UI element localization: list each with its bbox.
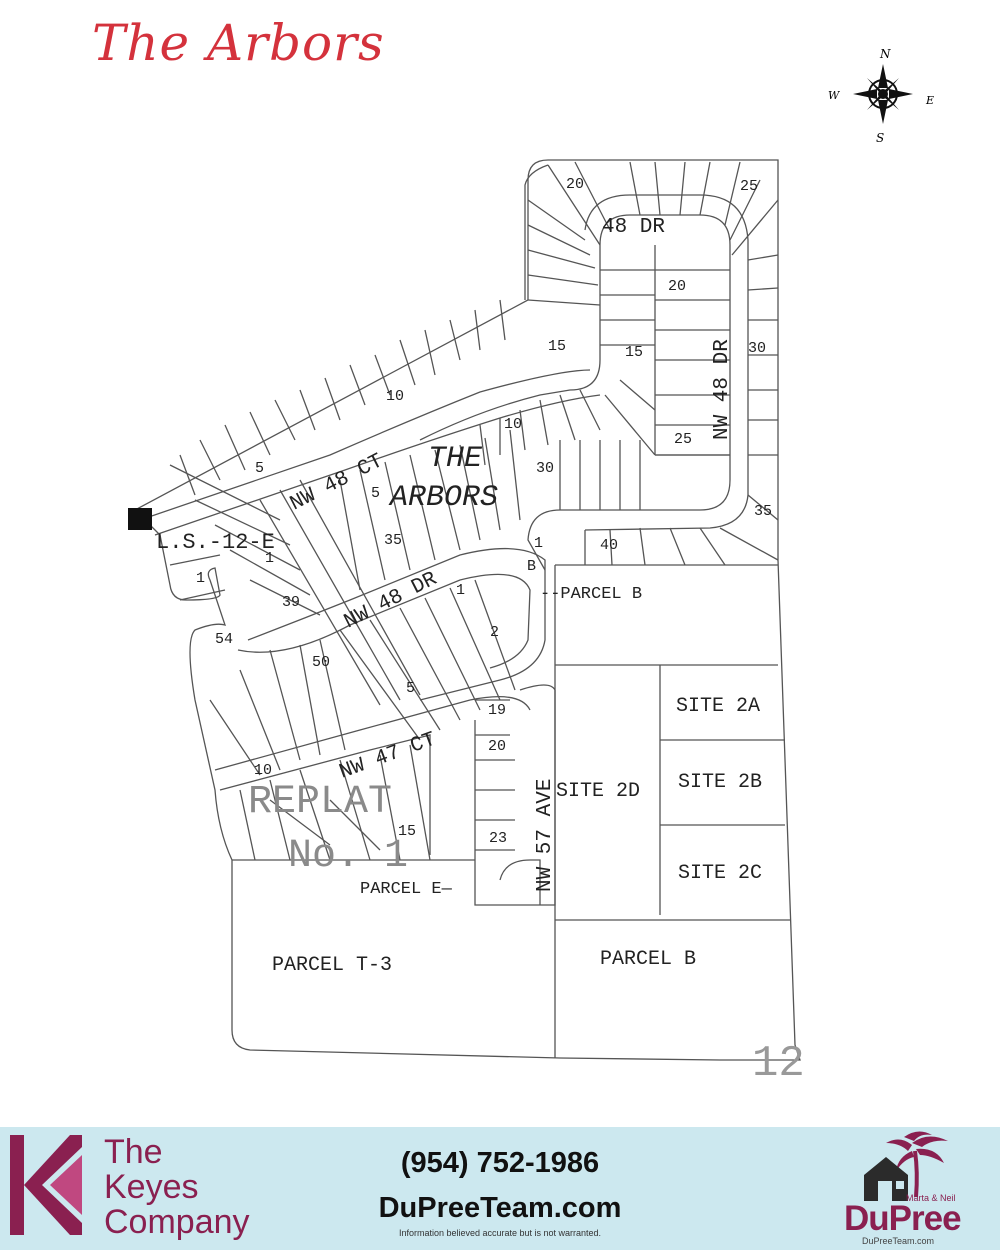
lot-number: 15 <box>548 338 566 355</box>
parcel-b-label: --PARCEL B <box>540 585 642 604</box>
lot-number: 50 <box>312 654 330 671</box>
lot-number: 39 <box>282 594 300 611</box>
street-label-nw57ave: NW 57 AVE <box>534 779 557 892</box>
lot-number: 15 <box>625 344 643 361</box>
lot-number: 25 <box>740 178 758 195</box>
boundary-line <box>133 159 801 1061</box>
plat-map: 48 DR NW 48 DR NW 48 CT NW 48 DR NW 47 C… <box>128 159 805 1089</box>
site-2a-label: SITE 2A <box>676 695 760 718</box>
lot-number: 23 <box>489 830 507 847</box>
lot-number: B <box>527 558 536 575</box>
compass-s: S <box>876 131 884 144</box>
lot-number: 25 <box>674 431 692 448</box>
lot-number: 1 <box>534 535 543 552</box>
street-label-nw47ct: NW 47 CT <box>337 728 440 784</box>
site-2d-label: SITE 2D <box>556 780 640 803</box>
compass-w: W <box>828 89 841 102</box>
site-2c-label: SITE 2C <box>678 862 762 885</box>
lot-number: 5 <box>406 680 415 697</box>
street-48dr-inner <box>419 245 601 441</box>
replat-label-line1: REPLAT <box>248 780 392 825</box>
site-2b-label: SITE 2B <box>678 771 762 794</box>
compass-rose-icon: N S W E <box>828 47 934 144</box>
dupree-url: DuPreeTeam.com <box>862 1236 935 1246</box>
street-nw48ct <box>139 369 591 521</box>
dupree-brand: DuPree <box>844 1199 962 1238</box>
compass-n: N <box>879 47 891 61</box>
street-48dr-outer <box>524 164 549 300</box>
subdivision-label-line2: ARBORS <box>388 481 498 515</box>
street-nw47ct <box>214 696 531 771</box>
lot-number: 10 <box>386 388 404 405</box>
parcel-b-bottom-label: PARCEL B <box>600 948 696 971</box>
street-48dr-loop <box>527 214 731 571</box>
lot-number: 35 <box>754 503 772 520</box>
lot-number: 20 <box>566 176 584 193</box>
subdivision-label-line1: THE <box>428 442 483 476</box>
lot-number: 15 <box>398 823 416 840</box>
compass-e: E <box>925 94 934 107</box>
lot-number: 2 <box>490 624 499 641</box>
keyes-logo-icon <box>10 1135 82 1235</box>
phone-number[interactable]: (954) 752-1986 <box>400 1147 600 1179</box>
page-title: The Arbors <box>92 14 385 72</box>
land-section-label: L.S.-12-E <box>156 530 275 555</box>
parcel-e-label: PARCEL E— <box>360 880 453 899</box>
lot-number: 19 <box>488 702 506 719</box>
lot-number: 54 <box>215 631 233 648</box>
section-number: 12 <box>752 1039 805 1089</box>
lot-number: 20 <box>488 738 506 755</box>
company-line-2: Keyes <box>104 1168 199 1206</box>
lot-number: 35 <box>384 532 402 549</box>
lot-number: 30 <box>748 340 766 357</box>
lot-number: 5 <box>255 460 264 477</box>
website-link[interactable]: DuPreeTeam.com <box>378 1192 622 1224</box>
lot-number: 5 <box>371 485 380 502</box>
footer: The Keyes Company (954) 752-1986 DuPreeT… <box>0 1127 1000 1250</box>
company-line-1: The <box>104 1133 163 1171</box>
dupree-tagline: Marta & Neil <box>906 1193 956 1203</box>
replat-label-line2: No. 1 <box>288 834 408 879</box>
dupree-palm-house-logo-icon <box>864 1131 948 1201</box>
parcel-t3-label: PARCEL T-3 <box>272 954 392 977</box>
lot-number: 10 <box>254 762 272 779</box>
lot-number: 30 <box>536 460 554 477</box>
lot-number: 1 <box>456 582 465 599</box>
street-label-48dr: 48 DR <box>602 216 665 239</box>
lot-number: 1 <box>196 570 205 587</box>
keyes-company-name: The Keyes Company <box>104 1135 250 1240</box>
lot-number: 1 <box>265 550 274 567</box>
lot-number: 10 <box>504 416 522 433</box>
section-corner-marker <box>128 508 152 530</box>
street-nw48dr-mid <box>247 547 546 701</box>
company-line-3: Company <box>104 1203 250 1241</box>
street-label-nw48dr-east: NW 48 DR <box>711 339 734 440</box>
disclaimer-text: Information believed accurate but is not… <box>398 1228 602 1238</box>
lot-number: 40 <box>600 537 618 554</box>
lot-number: 20 <box>668 278 686 295</box>
